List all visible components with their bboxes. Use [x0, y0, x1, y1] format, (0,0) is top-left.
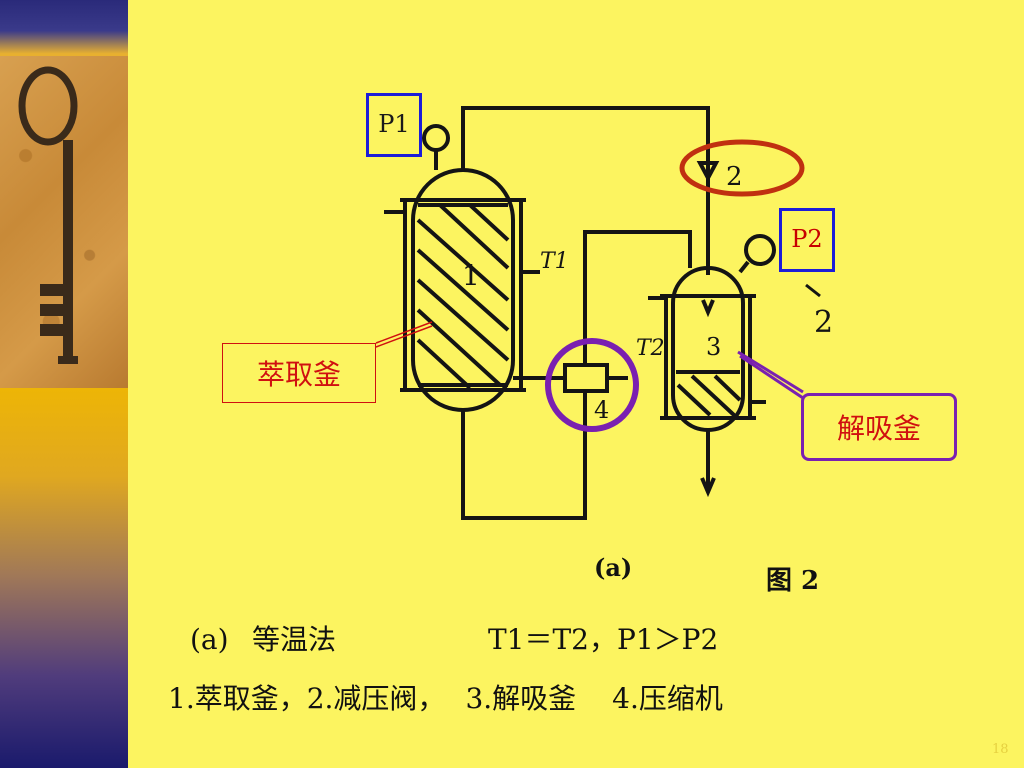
- legend-item-2: 2.减压阀，: [306, 682, 446, 715]
- key-icon: [18, 66, 78, 364]
- legend-item-4: 4.压缩机: [612, 682, 723, 715]
- legend-item-1: 1.萃取釜，: [168, 682, 307, 715]
- desorber-packing: [676, 374, 742, 418]
- pressure-gauge-1: [422, 124, 450, 152]
- desorber-label: 解吸釜: [801, 393, 957, 461]
- figure-caption: 图 2: [766, 566, 820, 596]
- figure-sub-label: (a): [594, 553, 633, 582]
- p2-label: P2: [779, 208, 835, 272]
- extractor-leader-2: [375, 325, 433, 348]
- tag-num-4: 4: [594, 396, 609, 424]
- compressor: [563, 363, 609, 393]
- extractor-label: 萃取釜: [222, 343, 376, 403]
- method-line: (a) 等温法 T1＝T2，P1＞P2: [190, 618, 718, 658]
- key-photo: [0, 56, 128, 388]
- valve-highlight-ring: [679, 139, 805, 197]
- extractor-leader: [375, 321, 433, 344]
- legend-item-3: 3.解吸釜: [465, 682, 577, 715]
- tag-num-1: 1: [462, 259, 480, 292]
- desorber-leader-2: [739, 354, 804, 400]
- p1-label: P1: [366, 93, 422, 157]
- tag2-pointer: [805, 283, 821, 298]
- compressor-highlight-ring: [545, 338, 639, 432]
- desorber-leader: [737, 350, 804, 394]
- extractor-packing: [416, 203, 510, 390]
- tag-num-2-side: 2: [814, 305, 833, 340]
- tag-t2: T2: [636, 336, 665, 361]
- sidebar-decoration: [0, 0, 128, 768]
- method-condition: T1＝T2，P1＞P2: [488, 623, 719, 656]
- page-number: 18: [992, 742, 1009, 757]
- pressure-gauge-2: [744, 234, 776, 266]
- tag-t1: T1: [540, 249, 569, 274]
- method-tag: (a): [190, 623, 229, 656]
- component-legend: 1.萃取釜，2.减压阀， 3.解吸釜 4.压缩机: [168, 677, 723, 717]
- method-name: 等温法: [252, 623, 337, 656]
- extractor-jacket: [400, 198, 526, 392]
- pressure-reducing-valve: [696, 161, 720, 183]
- tag-num-3: 3: [706, 333, 721, 361]
- tag-num-2: 2: [726, 162, 743, 192]
